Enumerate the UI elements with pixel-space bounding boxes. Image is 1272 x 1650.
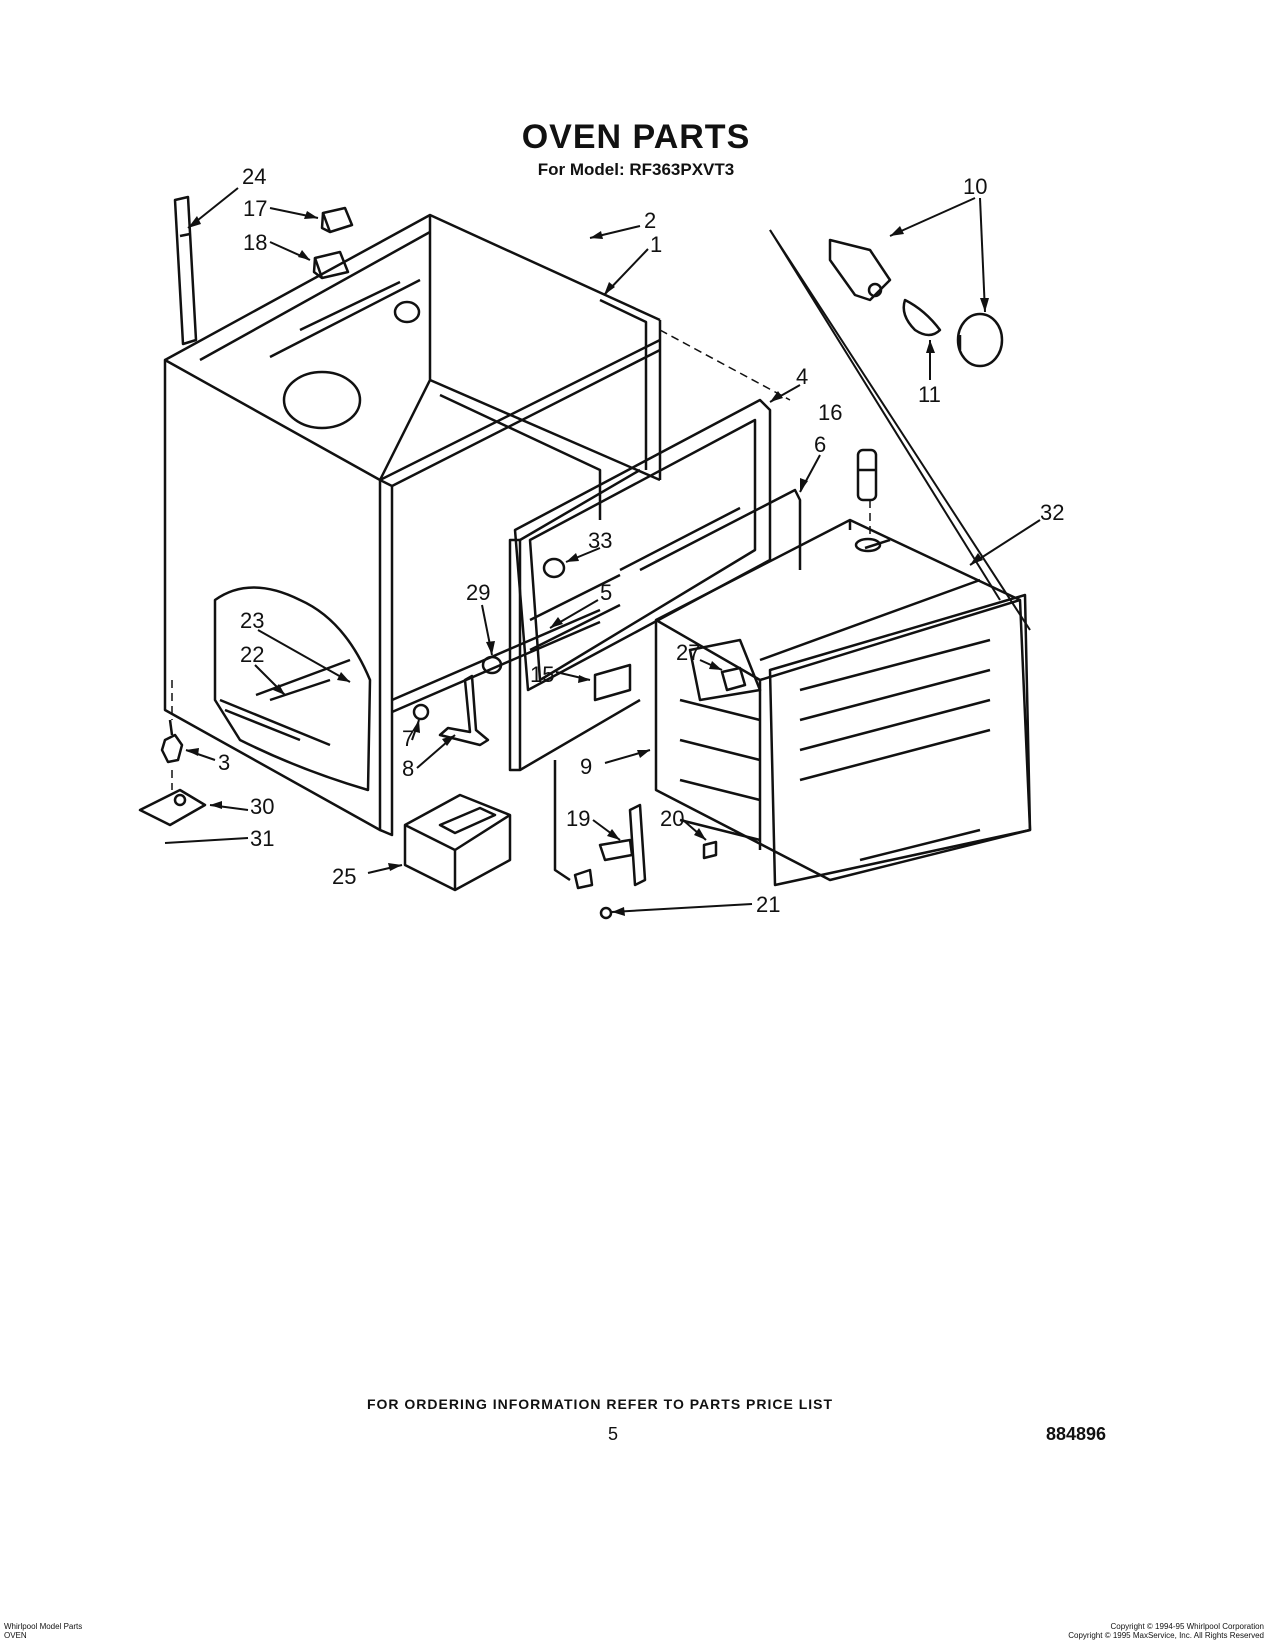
- callout-18: 18: [243, 230, 267, 255]
- part-17-block: [320, 206, 354, 234]
- callout-20: 20: [660, 806, 684, 831]
- frame-part-5: [508, 468, 641, 772]
- callout-arrowheads: [186, 211, 989, 916]
- part-18-block: [312, 250, 350, 280]
- callout-30: 30: [250, 794, 274, 819]
- cabinet-body: [163, 213, 662, 837]
- callout-27: 27: [676, 640, 700, 665]
- callout-33: 33: [588, 528, 612, 553]
- callout-32: 32: [1040, 500, 1064, 525]
- callout-6: 6: [814, 432, 826, 457]
- copyright-line-1: Copyright © 1994-95 Whirlpool Corporatio…: [1110, 1622, 1264, 1631]
- part-25-box: [403, 793, 512, 892]
- callout-7: 7: [402, 726, 414, 751]
- document-number: 884896: [1046, 1424, 1107, 1444]
- part-20-screw: [702, 840, 718, 860]
- model-subtitle: For Model: RF363PXVT3: [537, 160, 735, 179]
- copyright-note: Copyright © 1994-95 Whirlpool Corporatio…: [1068, 1622, 1264, 1640]
- callout-31: 31: [250, 826, 274, 851]
- callout-23: 23: [240, 608, 264, 633]
- frame-part-6: [639, 488, 802, 572]
- assembly-guide-lines: [171, 329, 871, 790]
- page-title: OVEN PARTS: [521, 118, 751, 156]
- callout-5: 5: [600, 580, 612, 605]
- callout-21: 21: [756, 892, 780, 917]
- part-24-strip: [173, 195, 198, 346]
- callout-25: 25: [332, 864, 356, 889]
- part-3-bolt: [160, 719, 184, 764]
- oven-liner: [654, 518, 1032, 887]
- callout-3: 3: [218, 750, 230, 775]
- part-8-bracket: [438, 674, 490, 747]
- footer-left-line-1: Whirlpool Model Parts: [4, 1622, 83, 1631]
- callout-9: 9: [580, 754, 592, 779]
- callout-2: 2: [644, 208, 656, 233]
- frame-part-4: [513, 398, 772, 692]
- callout-8: 8: [402, 756, 414, 781]
- callout-24: 24: [242, 164, 266, 189]
- callout-17: 17: [243, 196, 267, 221]
- footer-left-note: Whirlpool Model Parts OVEN: [4, 1622, 82, 1640]
- cabinet-cutaway: [213, 586, 372, 792]
- callout-labels: 24 17 18 2 1 10 11 4 16 6 32 33 29 5 23 …: [218, 164, 1064, 917]
- part-15-bracket: [593, 663, 632, 702]
- callout-29: 29: [466, 580, 490, 605]
- page-number: 5: [608, 1424, 619, 1444]
- part-16-cylinder: [856, 448, 878, 502]
- callout-10: 10: [963, 174, 987, 199]
- part-21-screw: [599, 906, 613, 920]
- callout-19: 19: [566, 806, 590, 831]
- part-19-latch: [553, 760, 647, 890]
- callout-11: 11: [918, 382, 941, 407]
- part-27-clip: [720, 666, 747, 692]
- part-7-nut: [412, 703, 430, 721]
- part-30-bracket: [138, 788, 207, 827]
- footer-left-line-2: OVEN: [4, 1631, 27, 1640]
- callout-1: 1: [650, 232, 662, 257]
- callout-16: 16: [818, 400, 842, 425]
- light-assembly-10: [828, 238, 1004, 368]
- callout-15: 15: [530, 662, 554, 687]
- part-29-knob: [481, 655, 503, 675]
- callout-22: 22: [240, 642, 264, 667]
- copyright-line-2: Copyright © 1995 MaxService, Inc. All Ri…: [1068, 1631, 1264, 1640]
- callout-4: 4: [796, 364, 808, 389]
- ordering-note: FOR ORDERING INFORMATION REFER TO PARTS …: [366, 1396, 834, 1412]
